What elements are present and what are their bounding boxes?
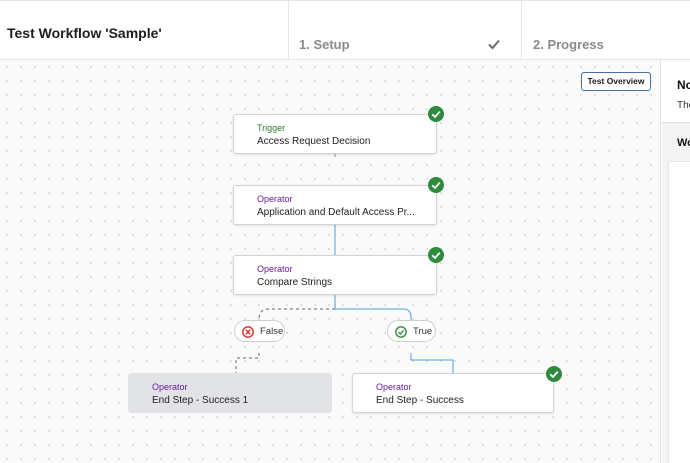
branch-label: False [260, 326, 284, 337]
side-panel: No The Wo [660, 60, 690, 463]
success-check-icon [428, 106, 444, 122]
node-end-step-success-1[interactable]: Operator End Step - Success 1 [128, 373, 332, 413]
node-type-label: Operator [257, 194, 293, 204]
node-end-step-success[interactable]: Operator End Step - Success [352, 373, 554, 413]
branch-false[interactable]: False [234, 320, 285, 342]
node-title: Application and Default Access Pr... [257, 207, 415, 218]
check-icon [488, 39, 500, 50]
node-title: Access Request Decision [257, 136, 371, 147]
node-title: Compare Strings [257, 277, 333, 288]
header: Test Workflow 'Sample' 1. Setup 2. Progr… [0, 0, 690, 60]
node-title: End Step - Success [376, 395, 464, 406]
node-title: End Step - Success 1 [152, 395, 249, 406]
step-progress-label: 2. Progress [533, 37, 604, 52]
success-check-icon [428, 247, 444, 263]
node-type-label: Operator [376, 382, 412, 392]
workflow-canvas[interactable]: Trigger Access Request Decision Operator… [0, 60, 660, 463]
edges-layer [235, 153, 454, 374]
node-type-label: Operator [152, 382, 188, 392]
edge-false-branch [258, 308, 335, 330]
edge-true-to-success [410, 353, 454, 374]
test-overview-button[interactable]: Test Overview [581, 72, 651, 91]
success-check-icon [546, 366, 562, 382]
node-type-label: Trigger [257, 123, 286, 133]
node-application-access[interactable]: Operator Application and Default Access … [233, 185, 437, 225]
node-type-label: Operator [257, 264, 293, 274]
workflow-section: Wo [662, 122, 690, 463]
step-progress[interactable]: 2. Progress [521, 1, 690, 59]
side-panel-text: The [677, 100, 690, 111]
step-setup[interactable]: 1. Setup [288, 1, 521, 59]
workflow-title: Test Workflow 'Sample' [7, 25, 162, 41]
x-circle-icon [242, 326, 254, 338]
node-compare-strings[interactable]: Operator Compare Strings [233, 255, 437, 295]
edge-true-branch [335, 308, 412, 330]
workflow-section-body [668, 161, 690, 463]
check-circle-icon [395, 326, 407, 338]
step-setup-label: 1. Setup [299, 37, 350, 52]
node-trigger[interactable]: Trigger Access Request Decision [233, 114, 437, 154]
edge-false-to-end [235, 353, 260, 374]
branch-label: True [413, 326, 433, 337]
success-check-icon [428, 177, 444, 193]
workflow-section-title: Wo [677, 137, 690, 149]
side-panel-title: No [677, 78, 690, 92]
branch-true[interactable]: True [387, 320, 436, 342]
